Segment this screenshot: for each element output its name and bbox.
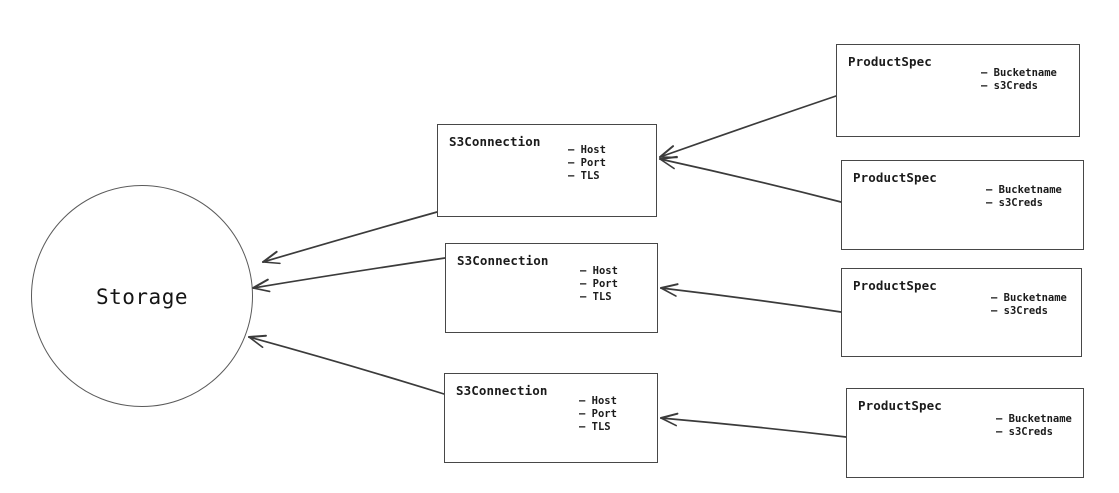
product-spec-1-attribute-1: – Bucketname (981, 67, 1057, 79)
s3-connection-2-attribute-3: – TLS (580, 291, 612, 303)
product-spec-4-attribute-2: – s3Creds (996, 426, 1053, 438)
product-spec-3-attributes: – Bucketname– s3Creds (991, 292, 1067, 318)
product-spec-3-attribute-1: – Bucketname (991, 292, 1067, 304)
product-spec-4-attributes: – Bucketname– s3Creds (996, 413, 1072, 439)
product-spec-1-attribute-2: – s3Creds (981, 80, 1038, 92)
product-spec-1[interactable]: ProductSpec – Bucketname– s3Creds (836, 44, 1080, 137)
productspec-1-to-s3conn-1 (659, 95, 837, 159)
s3-connection-3[interactable]: S3Connection – Host– Port– TLS (444, 373, 658, 463)
product-spec-2-title: ProductSpec (853, 170, 937, 185)
s3-connection-3-title: S3Connection (456, 383, 548, 398)
s3-connection-3-attribute-1: – Host (579, 395, 617, 407)
s3-connection-1-attribute-2: – Port (568, 157, 606, 169)
s3-connection-1[interactable]: S3Connection – Host– Port– TLS (437, 124, 657, 217)
product-spec-2-attributes: – Bucketname– s3Creds (986, 184, 1062, 210)
product-spec-1-title: ProductSpec (848, 54, 932, 69)
s3-connection-2-attribute-2: – Port (580, 278, 618, 290)
s3-connection-1-attribute-3: – TLS (568, 170, 600, 182)
s3-connection-2[interactable]: S3Connection – Host– Port– TLS (445, 243, 658, 333)
product-spec-1-attributes: – Bucketname– s3Creds (981, 67, 1057, 93)
product-spec-2[interactable]: ProductSpec – Bucketname– s3Creds (841, 160, 1084, 250)
product-spec-2-attribute-1: – Bucketname (986, 184, 1062, 196)
s3conn-1-to-storage (262, 211, 438, 265)
product-spec-2-attribute-2: – s3Creds (986, 197, 1043, 209)
product-spec-4-title: ProductSpec (858, 398, 942, 413)
storage-circle[interactable]: Storage (31, 185, 253, 407)
s3-connection-1-attributes: – Host– Port– TLS (568, 144, 606, 183)
product-spec-3-attribute-2: – s3Creds (991, 305, 1048, 317)
s3-connection-1-title: S3Connection (449, 134, 541, 149)
s3-connection-3-attribute-2: – Port (579, 408, 617, 420)
product-spec-4[interactable]: ProductSpec – Bucketname– s3Creds (846, 388, 1084, 478)
s3-connection-3-attributes: – Host– Port– TLS (579, 395, 617, 434)
s3-connection-3-attribute-3: – TLS (579, 421, 611, 433)
s3conn-2-to-storage (252, 257, 446, 293)
product-spec-3-title: ProductSpec (853, 278, 937, 293)
productspec-2-to-s3conn-1 (659, 155, 842, 203)
s3-connection-2-attributes: – Host– Port– TLS (580, 265, 618, 304)
product-spec-3[interactable]: ProductSpec – Bucketname– s3Creds (841, 268, 1082, 357)
s3conn-3-to-storage (248, 334, 445, 395)
s3-connection-1-attribute-1: – Host (568, 144, 606, 156)
productspec-3-to-s3conn-2 (660, 283, 842, 313)
storage-circle-label: Storage (95, 285, 188, 309)
product-spec-4-attribute-1: – Bucketname (996, 413, 1072, 425)
productspec-4-to-s3conn-3 (660, 412, 847, 438)
s3-connection-2-attribute-1: – Host (580, 265, 618, 277)
s3-connection-2-title: S3Connection (457, 253, 549, 268)
